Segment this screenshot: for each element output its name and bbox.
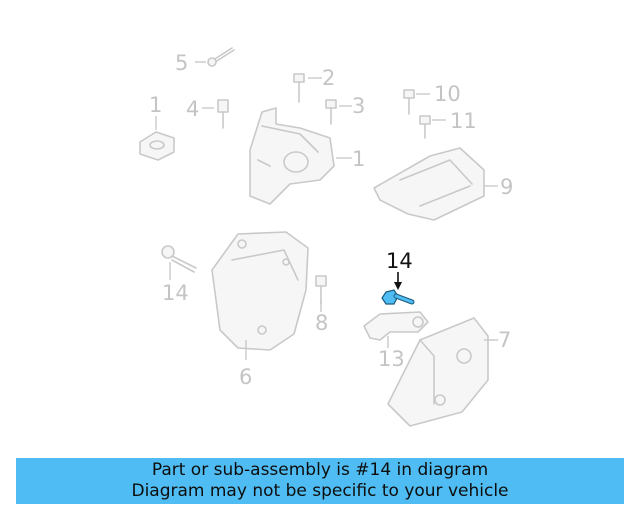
part-5-bolt <box>207 47 235 67</box>
part-9-bracket <box>373 147 485 221</box>
callout-3: 3 <box>352 94 365 118</box>
parts-diagram: 5 2 3 1 4 1 10 11 <box>139 47 513 427</box>
part-13-bracket-arm <box>363 311 429 341</box>
callout-14: 14 <box>386 249 413 273</box>
banner-line-2: Diagram may not be specific to your vehi… <box>131 481 509 501</box>
part-6-mount-bracket <box>211 231 309 351</box>
part-4-bolt <box>217 99 229 129</box>
callout-2: 2 <box>322 66 335 90</box>
part-7-bolt <box>315 275 327 305</box>
part-1-small-mount <box>139 131 175 161</box>
part-3-bolt <box>325 99 337 125</box>
arrow-14 <box>394 282 402 290</box>
callout-11: 11 <box>450 109 477 133</box>
callout-10: 10 <box>434 82 461 106</box>
part-12-transmission-mount <box>387 317 489 427</box>
callout-8: 14 <box>162 281 189 305</box>
part-8-bolt <box>161 245 197 273</box>
part-14-bolt[interactable] <box>381 289 415 305</box>
callout-5: 5 <box>175 51 188 75</box>
callout-1-left: 1 <box>149 93 162 117</box>
callout-12: 7 <box>498 328 511 352</box>
callout-4: 4 <box>186 97 199 121</box>
banner-line-1: Part or sub-assembly is #14 in diagram <box>151 460 489 480</box>
callout-1-right: 1 <box>352 147 365 171</box>
callout-13: 13 <box>378 347 405 371</box>
callout-7: 8 <box>315 311 328 335</box>
part-2-bolt <box>293 73 305 103</box>
info-banner: Part or sub-assembly is #14 in diagram D… <box>16 458 624 504</box>
callout-6: 6 <box>239 365 252 389</box>
callout-9: 9 <box>500 175 513 199</box>
part-1-engine-mount <box>249 107 335 205</box>
part-10-bolt <box>403 89 415 115</box>
part-11-bolt <box>419 115 431 139</box>
